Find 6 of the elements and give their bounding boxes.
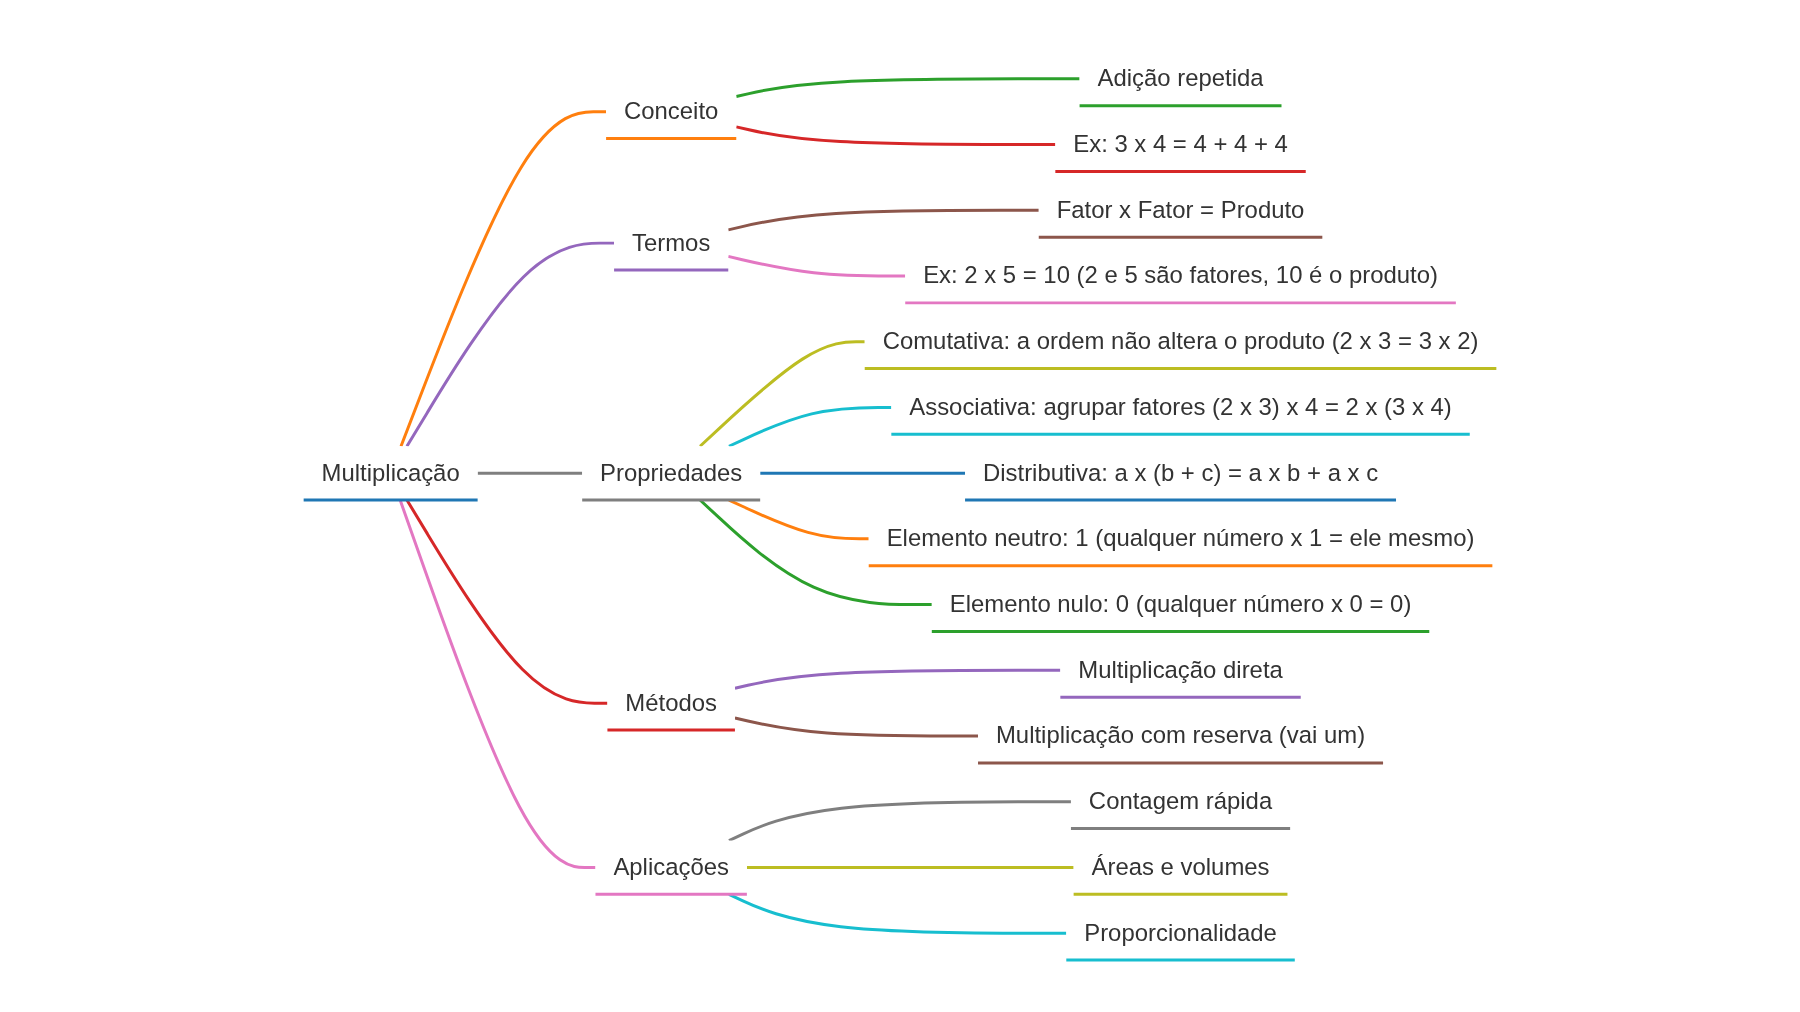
connector xyxy=(734,716,978,738)
connector xyxy=(477,471,583,475)
connector xyxy=(746,865,1074,869)
connector xyxy=(760,471,966,475)
connector xyxy=(734,668,1061,690)
connector xyxy=(399,110,607,447)
